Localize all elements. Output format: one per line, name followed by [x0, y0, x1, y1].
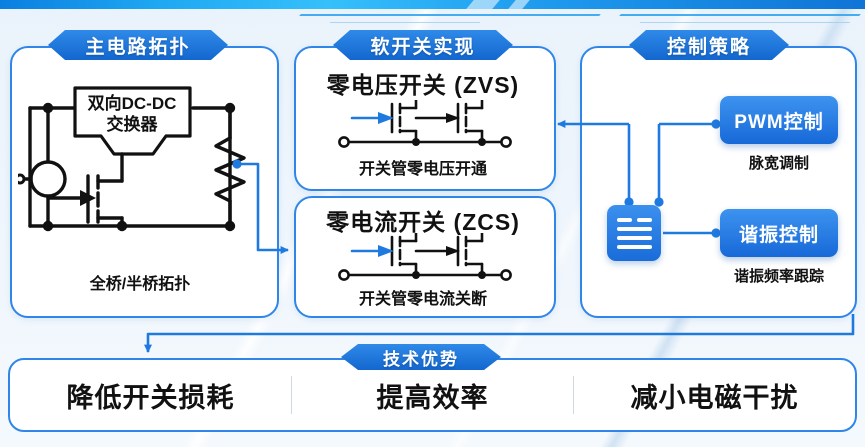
- converter-block: [73, 86, 192, 156]
- card-zcs: [294, 196, 556, 318]
- advantage-divider-2: [573, 376, 574, 414]
- zvs-mid-arrow: [446, 113, 460, 123]
- header-deco-line-4: [329, 22, 481, 23]
- header-deco-line-1: [299, 14, 601, 16]
- control-button-pwm[interactable]: PWM控制: [720, 96, 838, 144]
- connector-control-to-advantages: [144, 314, 855, 353]
- circuit-nodes: [42, 102, 236, 232]
- converter-label-line1: 双向DC-DC: [88, 93, 177, 113]
- mosfet-gate-arrow: [80, 190, 96, 206]
- advantage-item-3: 减小电磁干扰: [630, 382, 799, 413]
- document-lines-icon: [607, 205, 661, 261]
- circuit-diagram-zcs: [338, 233, 512, 281]
- panel-title-advantages: 技术优势: [341, 344, 501, 370]
- advantage-item-1: 降低开关损耗: [66, 382, 235, 413]
- circuit-diagram-zvs: [338, 100, 512, 148]
- converter-label-line2: 交换器: [107, 114, 159, 134]
- topology-caption: 全桥/半桥拓扑: [89, 276, 191, 293]
- panel-control-strategy: [580, 46, 857, 318]
- advantage-divider-1: [291, 376, 292, 414]
- control-subtitle-pwm: 脉宽调制: [748, 155, 809, 172]
- zcs-input-arrow: [378, 245, 394, 257]
- circuit-diagram-topology: 双向DC-DC 交换器: [18, 86, 246, 232]
- zvs-title: 零电压开关 (ZVS): [326, 72, 520, 98]
- panel-advantages: 降低开关损耗 提高效率 减小电磁干扰: [8, 358, 857, 432]
- zvs-input-arrow: [378, 112, 394, 124]
- control-subtitle-resonant: 谐振频率跟踪: [733, 268, 824, 285]
- panel-title-control-strategy: 控制策略: [629, 30, 789, 60]
- panel-title-main-topology: 主电路拓扑: [48, 30, 228, 60]
- zvs-subtitle: 开关管零电压开通: [358, 161, 487, 178]
- control-button-resonant[interactable]: 谐振控制: [720, 209, 838, 257]
- header-deco-line-3: [639, 22, 851, 23]
- zcs-mid-arrow: [446, 246, 460, 256]
- icon-line-3: [616, 235, 652, 240]
- advantage-item-2: 提高效率: [376, 382, 489, 413]
- source-symbol: [18, 160, 67, 198]
- top-accent-bar: [0, 0, 865, 9]
- panel-title-soft-switching: 软开关实现: [333, 30, 513, 60]
- zcs-title: 零电流开关 (ZCS): [326, 209, 520, 235]
- zcs-subtitle: 开关管零电流关断: [358, 291, 487, 308]
- icon-line-split: [616, 217, 652, 222]
- icon-line-2: [616, 226, 652, 231]
- icon-line-4: [616, 244, 652, 249]
- header-deco-line-2: [619, 14, 861, 16]
